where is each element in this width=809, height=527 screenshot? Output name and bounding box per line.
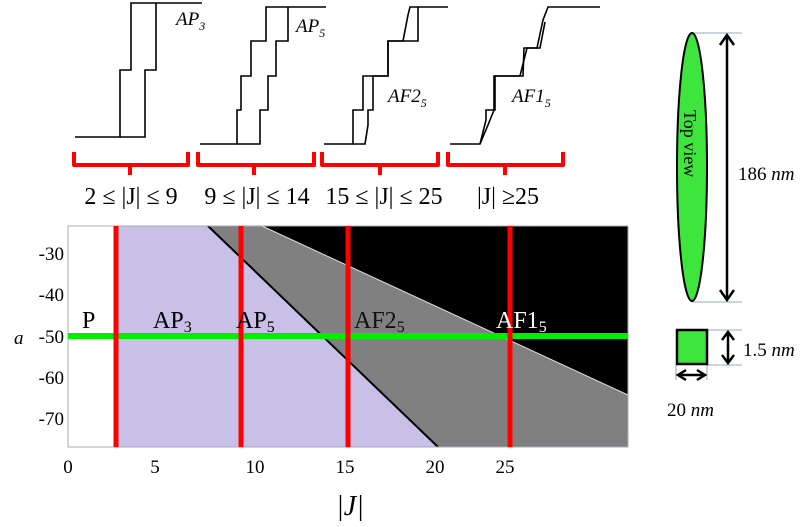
magnet-top-view xyxy=(676,32,708,302)
curve-label-af25: AF25 xyxy=(386,86,427,110)
y-tick: -50 xyxy=(39,327,64,348)
curve-af1-a xyxy=(450,6,600,145)
arrowheads xyxy=(718,32,736,303)
region-label-ap5: AP5 xyxy=(236,308,275,336)
y-tick: -70 xyxy=(39,409,64,430)
x-tick: 20 xyxy=(426,457,445,478)
width-label: 20 nm xyxy=(667,400,714,421)
y-tick: -60 xyxy=(39,368,64,389)
range-label-1: 2 ≤ |J| ≤ 9 xyxy=(84,184,177,210)
brace-4 xyxy=(446,152,565,175)
x-axis-label: |J| xyxy=(336,491,364,522)
nanomagnet-geometry: Top view 186 nm 1.5 nm 20 nm xyxy=(667,32,795,421)
width-arrow xyxy=(675,368,708,382)
curve-af1-b xyxy=(479,21,546,145)
region-label-p: P xyxy=(82,308,95,334)
y-ticks: -30 -40 -50 -60 -70 xyxy=(39,244,64,430)
length-label: 186 nm xyxy=(738,164,794,185)
brace-1 xyxy=(72,152,190,175)
y-axis-label: a xyxy=(14,328,24,349)
curve-labels: AP3 AP5 AF25 AF15 xyxy=(174,9,551,110)
boundary-af2-af1 xyxy=(261,225,629,396)
phase-diagram: P AP3 AP5 AF25 AF15 -30 -40 -50 -60 -70 … xyxy=(14,225,629,522)
y-tick: -40 xyxy=(39,285,64,306)
hysteresis-panels xyxy=(75,2,600,145)
x-tick: 10 xyxy=(246,457,265,478)
brace-3 xyxy=(320,152,440,175)
thickness-label: 1.5 nm xyxy=(743,340,795,361)
region-label-ap3: AP3 xyxy=(153,308,192,336)
region-label-af25: AF25 xyxy=(354,308,405,336)
curve-label-ap5: AP5 xyxy=(294,16,325,40)
x-tick: 25 xyxy=(496,457,515,478)
y-tick: -30 xyxy=(39,244,64,265)
region-label-af15: AF15 xyxy=(496,308,547,336)
brace-2 xyxy=(196,152,316,175)
curve-ap3-a xyxy=(75,2,202,138)
range-label-2: 9 ≤ |J| ≤ 14 xyxy=(204,184,309,210)
curve-label-ap3: AP3 xyxy=(174,9,205,33)
magnet-cross-section xyxy=(675,328,709,366)
curve-ap3-b xyxy=(120,3,157,138)
braces xyxy=(72,152,565,175)
x-tick: 0 xyxy=(63,457,73,478)
curve-ap5-b xyxy=(237,7,289,145)
range-label-4: |J| ≥25 xyxy=(477,184,539,210)
thickness-arrow xyxy=(721,329,735,366)
top-view-label: Top view xyxy=(680,110,700,177)
panel-ranges: 2 ≤ |J| ≤ 9 9 ≤ |J| ≤ 14 15 ≤ |J| ≤ 25 |… xyxy=(84,184,539,210)
x-ticks: 0 5 10 15 20 25 xyxy=(63,457,514,478)
curve-label-af15: AF15 xyxy=(510,86,551,110)
curve-ap5-a xyxy=(200,6,326,145)
curve-af2-b xyxy=(353,7,419,145)
x-tick: 5 xyxy=(150,457,160,478)
range-label-3: 15 ≤ |J| ≤ 25 xyxy=(325,184,442,210)
x-tick: 15 xyxy=(336,457,355,478)
